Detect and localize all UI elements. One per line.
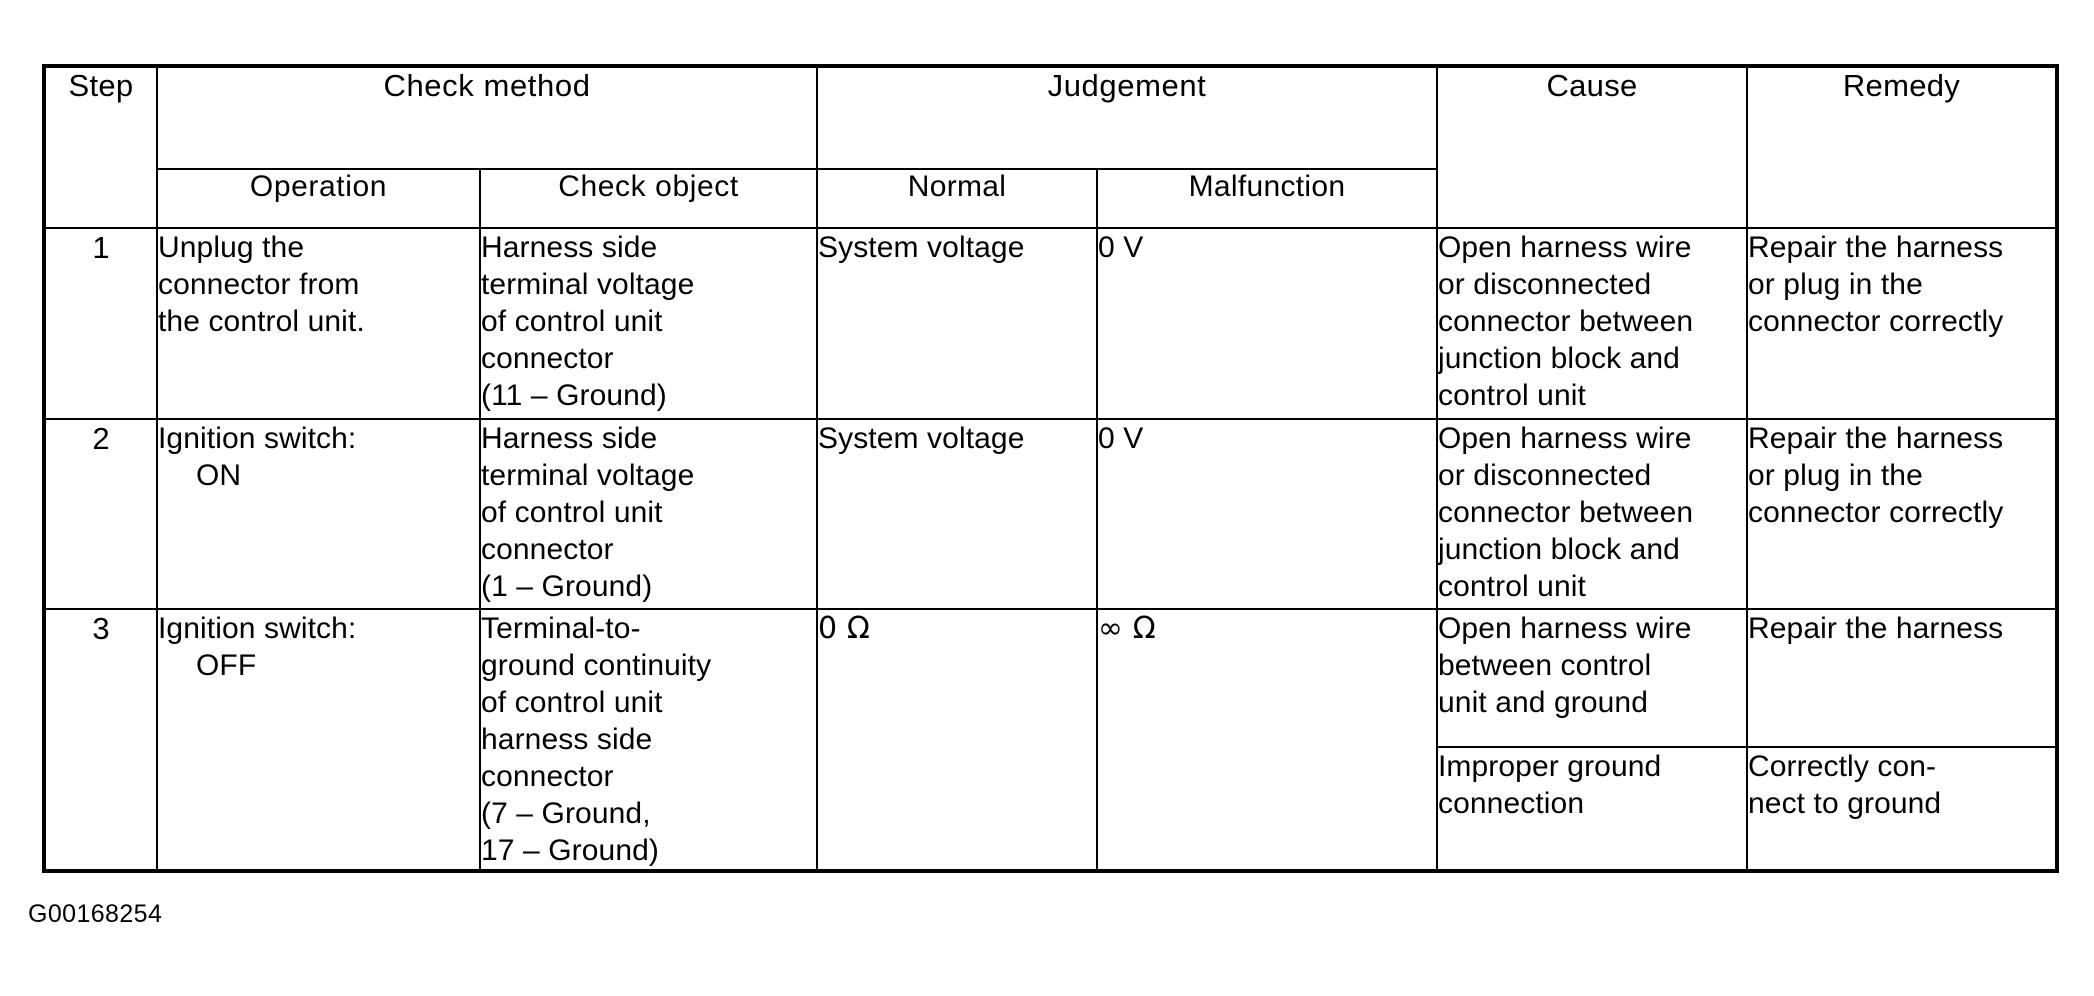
header-malfunction: Malfunction bbox=[1096, 168, 1438, 229]
cell-malfunction: 0 V bbox=[1096, 418, 1438, 610]
cell-remedy: Repair the harness or plug in the connec… bbox=[1746, 227, 2058, 420]
header-check-object-label: Check object bbox=[558, 170, 739, 203]
table-row: 2 Ignition switch: ON Harness side termi… bbox=[43, 418, 2058, 610]
header-operation-label: Operation bbox=[249, 170, 388, 203]
cell-operation: Ignition switch: ON bbox=[156, 418, 481, 610]
header-operation: Operation bbox=[156, 168, 481, 229]
cell-check-object: Harness side terminal voltage of control… bbox=[479, 227, 818, 420]
operation-line-1: Ignition switch: bbox=[158, 422, 357, 455]
cell-malfunction: ∞ Ω bbox=[1096, 608, 1438, 872]
header-remedy: Remedy bbox=[1746, 65, 2058, 229]
table-row: Improper ground connection Correctly con… bbox=[44, 745, 2058, 873]
header-normal-label: Normal bbox=[907, 170, 1007, 203]
cell-normal: System voltage bbox=[816, 418, 1098, 610]
header-cause-label: Cause bbox=[1546, 68, 1638, 103]
cell-operation: Ignition switch: OFF bbox=[156, 608, 481, 872]
table-header: Step Check method Judgement Cause Remedy… bbox=[43, 65, 2058, 229]
cell-step: 1 bbox=[43, 227, 158, 420]
header-row-group: Step Check method Judgement Cause Remedy bbox=[43, 65, 2058, 229]
operation-line-2: ON bbox=[196, 459, 242, 492]
diagnostic-procedure-table: Step Check method Judgement Cause Remedy… bbox=[42, 64, 2059, 873]
cell-operation: Unplug the connector from the control un… bbox=[156, 227, 481, 420]
cell-cause: Open harness wire or disconnected connec… bbox=[1436, 227, 1748, 420]
header-step: Step bbox=[43, 65, 158, 229]
figure-code: G00168254 bbox=[28, 900, 163, 928]
header-row-sub: Operation Check object Normal Malfunctio… bbox=[44, 168, 2057, 229]
header-judgement: Judgement bbox=[816, 65, 1438, 170]
cell-cause: Open harness wire or disconnected connec… bbox=[1436, 418, 1748, 610]
table-row: 1 Unplug the connector from the control … bbox=[43, 227, 2058, 420]
header-step-label: Step bbox=[68, 68, 134, 103]
cell-cause: Improper ground connection bbox=[1436, 745, 1748, 873]
header-malfunction-label: Malfunction bbox=[1188, 170, 1346, 203]
header-remedy-label: Remedy bbox=[1842, 68, 1961, 103]
header-judgement-label: Judgement bbox=[1047, 68, 1207, 103]
cell-malfunction: 0 V bbox=[1096, 227, 1438, 420]
cell-check-object: Terminal-to- ground continuity of contro… bbox=[479, 608, 818, 872]
cell-normal: System voltage bbox=[816, 227, 1098, 420]
header-check-method-label: Check method bbox=[383, 68, 591, 103]
cell-remedy: Repair the harness or plug in the connec… bbox=[1746, 418, 2058, 610]
cell-remedy: Repair the harness bbox=[1746, 608, 2058, 748]
cell-remedy: Correctly con- nect to ground bbox=[1746, 745, 2058, 873]
cell-cause: Open harness wire between control unit a… bbox=[1436, 608, 1748, 748]
cell-normal: 0 Ω bbox=[816, 608, 1098, 872]
header-cause: Cause bbox=[1436, 65, 1748, 229]
header-check-object: Check object bbox=[479, 168, 818, 229]
cell-step: 2 bbox=[43, 418, 158, 610]
cell-check-object: Harness side terminal voltage of control… bbox=[479, 418, 818, 610]
operation-line-2: OFF bbox=[196, 649, 257, 682]
cell-step: 3 bbox=[43, 608, 158, 872]
header-check-method: Check method bbox=[156, 65, 818, 170]
header-normal: Normal bbox=[816, 168, 1098, 229]
table-row: 3 Ignition switch: OFF Terminal-to- grou… bbox=[43, 608, 2058, 872]
table-body: 1 Unplug the connector from the control … bbox=[43, 227, 2058, 873]
operation-line-1: Ignition switch: bbox=[158, 612, 357, 645]
